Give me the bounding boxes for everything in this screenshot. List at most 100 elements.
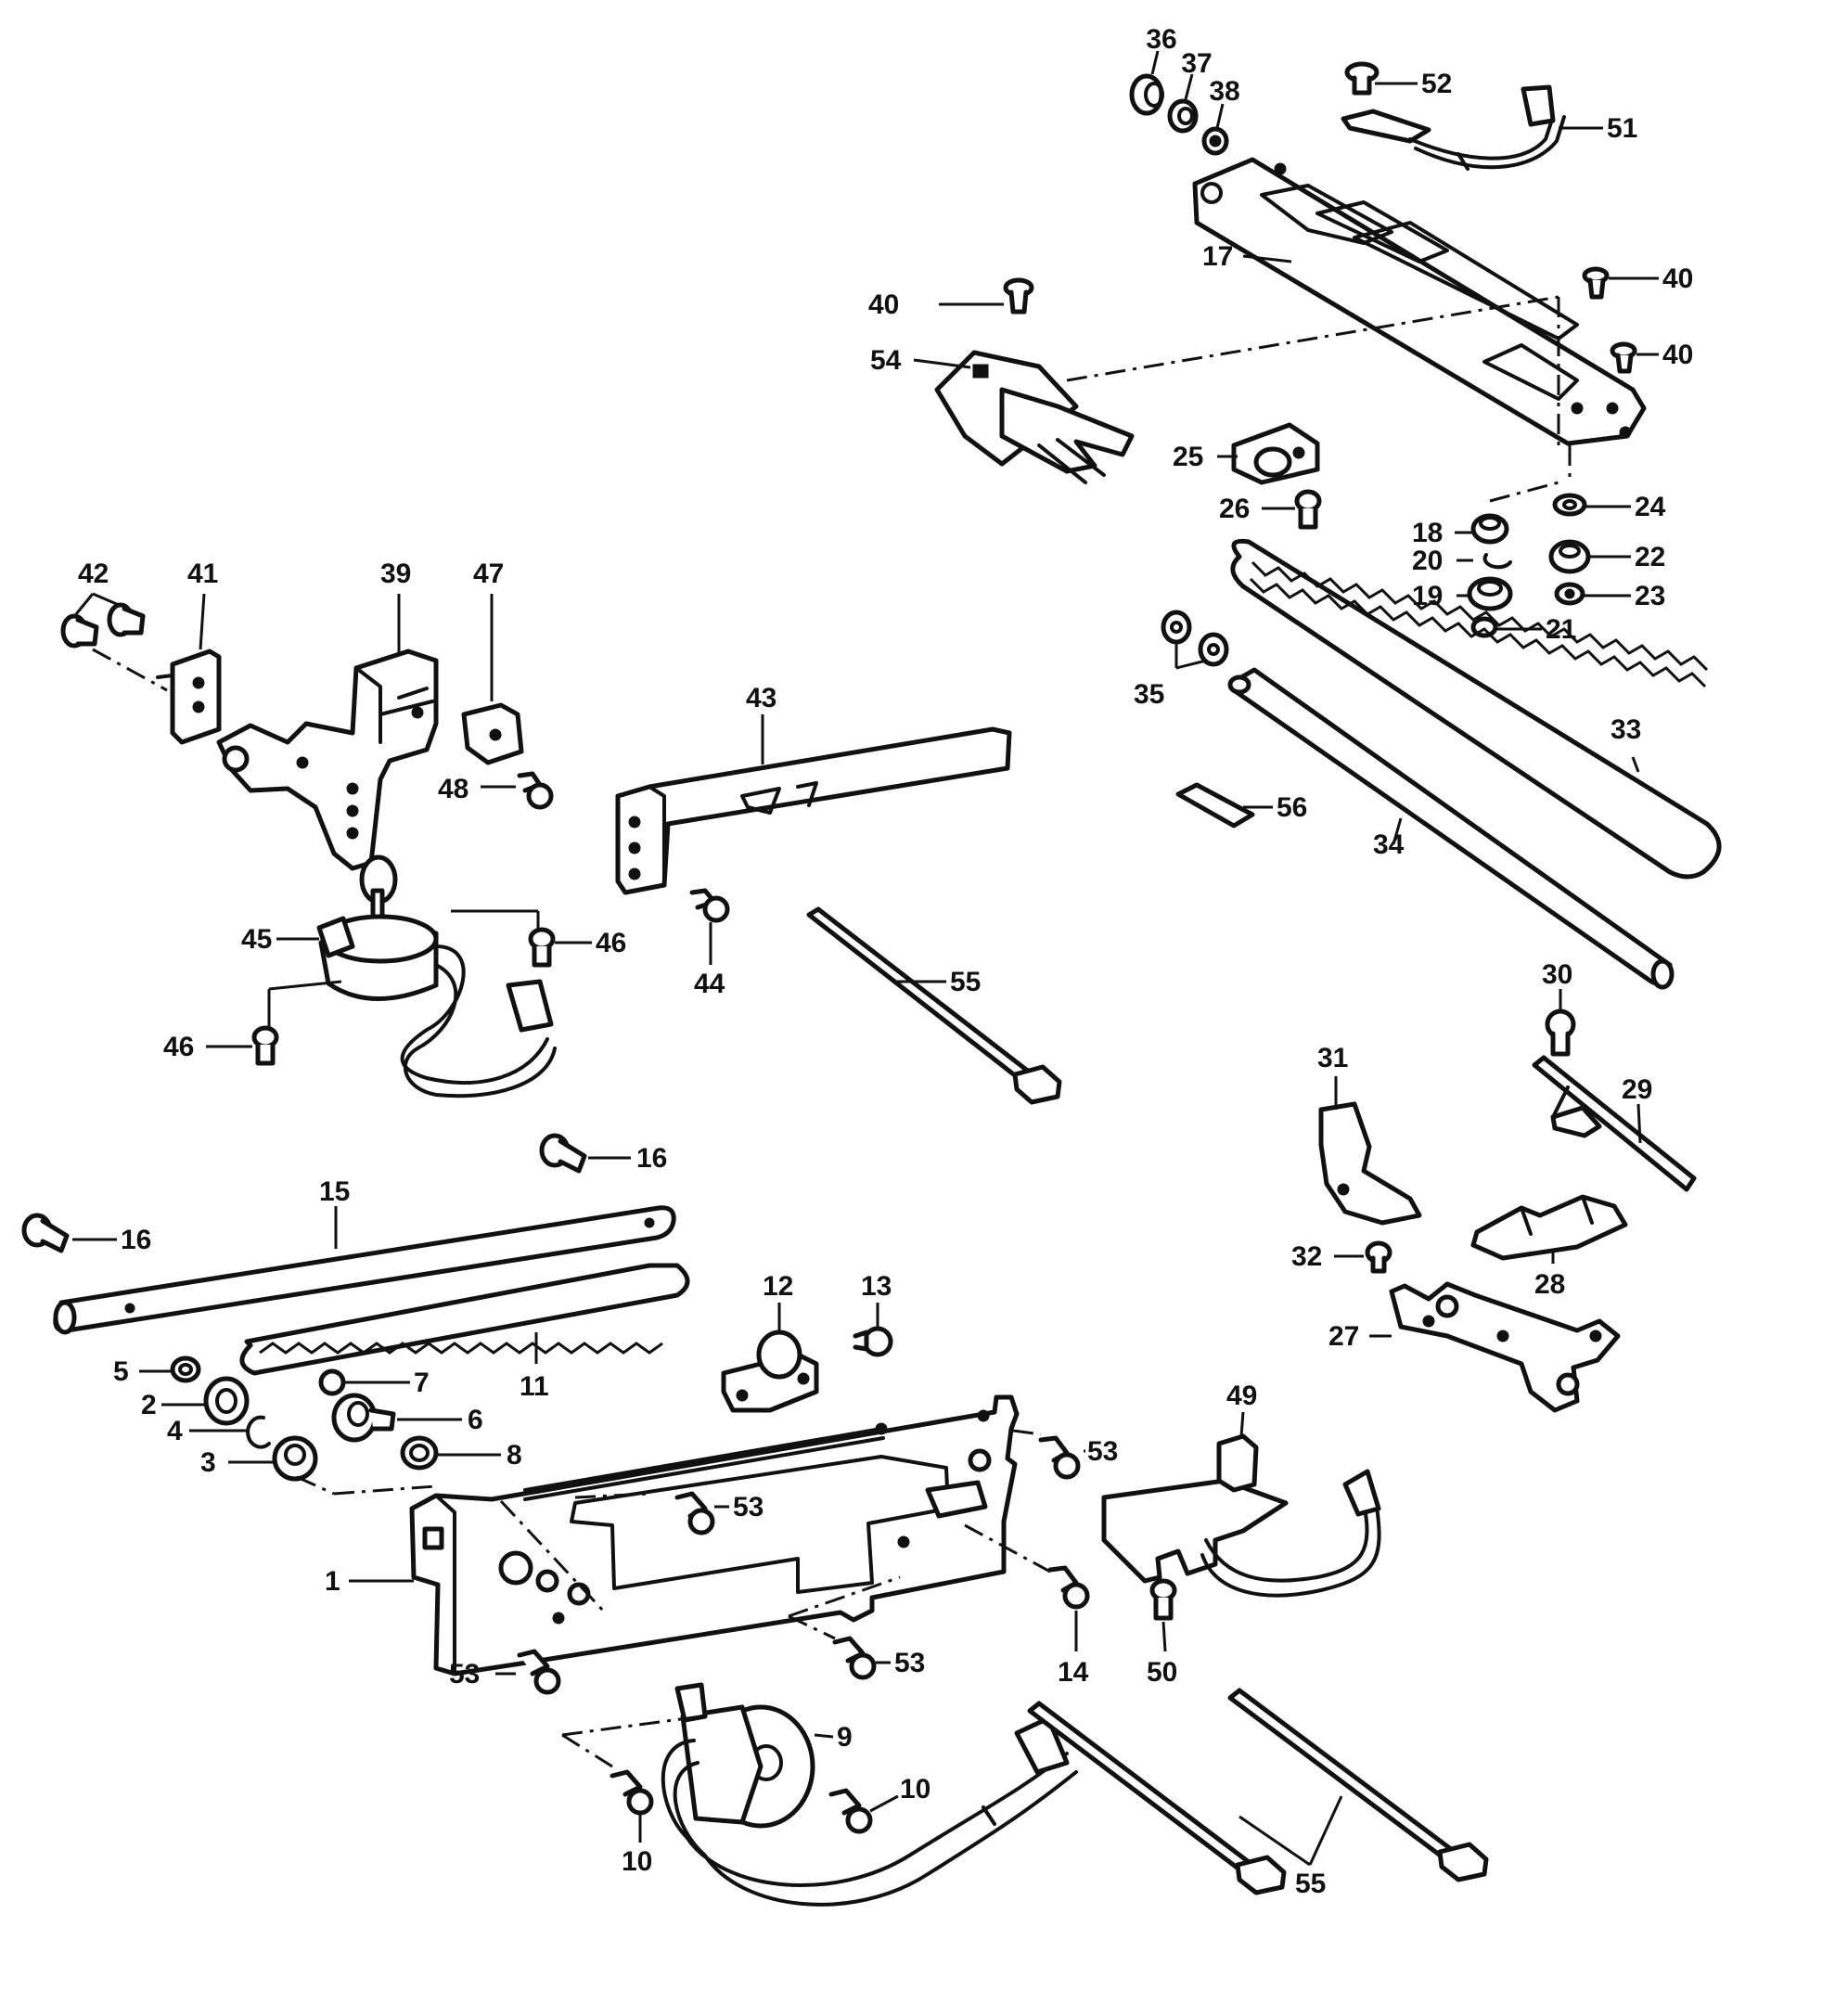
callout-31: 31 <box>1317 1043 1348 1073</box>
nut-38 <box>1201 126 1229 156</box>
idler-12 <box>721 1330 819 1413</box>
screw-14 <box>1047 1565 1090 1610</box>
callout-39: 39 <box>380 559 411 589</box>
frame-bracket-43 <box>615 726 1012 895</box>
callout-53-right: 53 <box>1087 1436 1118 1467</box>
bracket-29 <box>1532 1055 1697 1192</box>
motor-9 <box>661 1682 1078 1907</box>
callout-55-middle: 55 <box>950 967 981 997</box>
callout-51: 51 <box>1607 113 1637 144</box>
screw-46-left <box>251 1025 279 1066</box>
bracket-54 <box>934 350 1135 484</box>
callout-53-frame: 53 <box>733 1492 764 1522</box>
screw-16-top <box>539 1133 587 1174</box>
nut-23 <box>1554 582 1585 606</box>
motor-bracket-39 <box>216 649 439 871</box>
shaft-34 <box>1227 667 1675 990</box>
screw-10-left <box>610 1769 654 1816</box>
belt-33 <box>1230 538 1722 880</box>
screws-42 <box>60 602 146 649</box>
callout-30: 30 <box>1542 959 1572 990</box>
screw-53-lower <box>832 1636 877 1680</box>
screw-10-right <box>828 1788 873 1834</box>
callout-40-right-lower: 40 <box>1662 340 1693 370</box>
washer-8 <box>400 1435 439 1471</box>
callout-13: 13 <box>861 1271 892 1302</box>
callout-32: 32 <box>1291 1241 1322 1272</box>
screw-53-frame <box>674 1491 715 1535</box>
callout-34: 34 <box>1373 829 1405 860</box>
callout-50: 50 <box>1147 1657 1177 1688</box>
screw-40-right-lower <box>1610 341 1637 374</box>
washer-7 <box>318 1368 346 1396</box>
callout-44: 44 <box>694 969 725 999</box>
callout-46-right: 46 <box>596 928 626 958</box>
callout-43: 43 <box>746 683 776 713</box>
cable-tie-55-lower-left <box>1027 1701 1287 1895</box>
callout-1: 1 <box>325 1566 340 1597</box>
gear-6 <box>331 1393 396 1443</box>
washer-5 <box>170 1355 201 1383</box>
callout-24: 24 <box>1635 492 1666 522</box>
callout-36: 36 <box>1146 24 1176 55</box>
callout-17: 17 <box>1202 241 1233 272</box>
screw-40-right-upper <box>1582 266 1610 300</box>
belt-11 <box>239 1263 690 1376</box>
washer-36 <box>1129 73 1164 116</box>
callout-28: 28 <box>1534 1269 1565 1300</box>
callout-48: 48 <box>438 774 468 804</box>
callout-49: 49 <box>1226 1381 1257 1411</box>
callout-22: 22 <box>1635 542 1665 572</box>
callout-4: 4 <box>167 1416 183 1446</box>
bracket-27 <box>1389 1281 1621 1413</box>
callout-41: 41 <box>187 559 218 589</box>
screw-53-right <box>1038 1435 1081 1480</box>
callout-38: 38 <box>1209 76 1239 107</box>
screw-26 <box>1294 489 1322 530</box>
bracket-41 <box>156 649 222 745</box>
screw-30 <box>1545 1008 1576 1057</box>
ring-20 <box>1482 553 1512 570</box>
screw-13 <box>853 1326 893 1357</box>
callout-42: 42 <box>78 559 109 589</box>
cable-tie-55-middle <box>806 906 1062 1105</box>
callout-9: 9 <box>837 1722 853 1753</box>
callout-40-right-upper: 40 <box>1662 263 1693 294</box>
callout-37: 37 <box>1181 48 1212 79</box>
callout-29: 29 <box>1622 1074 1652 1105</box>
screw-46-right <box>528 927 556 968</box>
callout-56: 56 <box>1277 792 1307 823</box>
screw-16-left <box>21 1213 70 1253</box>
callout-55-lower: 55 <box>1295 1869 1326 1899</box>
callout-2: 2 <box>141 1390 157 1420</box>
callout-54: 54 <box>870 345 902 376</box>
callout-18: 18 <box>1412 518 1443 548</box>
screw-32 <box>1365 1240 1392 1274</box>
callout-27: 27 <box>1328 1321 1359 1352</box>
callout-47: 47 <box>473 559 504 589</box>
sensor-51 <box>1341 84 1566 171</box>
callout-45: 45 <box>241 924 272 955</box>
shaft-15 <box>53 1205 676 1335</box>
washers-35 <box>1161 610 1229 667</box>
pulley-2 <box>203 1376 250 1426</box>
e-ring-4 <box>246 1415 271 1449</box>
callout-53-lower: 53 <box>894 1648 925 1678</box>
pulley-22 <box>1548 539 1591 574</box>
callout-10-left: 10 <box>622 1846 652 1877</box>
plate-56 <box>1175 782 1255 829</box>
callout-23: 23 <box>1635 581 1665 611</box>
washer-24 <box>1552 493 1587 517</box>
main-frame-1 <box>409 1394 1020 1676</box>
callout-35: 35 <box>1134 679 1164 710</box>
bracket-31 <box>1318 1101 1422 1226</box>
callout-16-top: 16 <box>636 1143 667 1174</box>
callout-6: 6 <box>468 1405 483 1435</box>
screw-52 <box>1344 61 1380 96</box>
slider-28 <box>1470 1194 1628 1261</box>
screw-44 <box>689 888 730 923</box>
callout-33: 33 <box>1611 714 1641 745</box>
callout-12: 12 <box>763 1271 793 1302</box>
callout-40-left: 40 <box>868 289 899 320</box>
